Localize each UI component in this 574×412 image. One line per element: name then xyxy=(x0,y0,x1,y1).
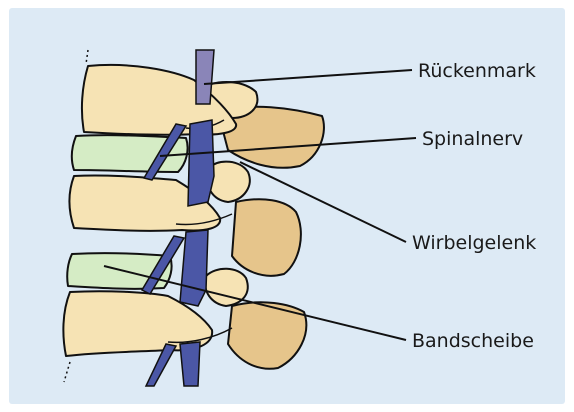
leader-line-spinal-cord xyxy=(204,70,412,84)
label-facet-joint: Wirbelgelenk xyxy=(412,232,536,254)
label-disc: Bandscheibe xyxy=(412,330,534,352)
label-spinal-cord: Rückenmark xyxy=(418,60,536,82)
dashed-bottom-edge xyxy=(64,362,70,382)
label-spinal-nerve: Spinalnerv xyxy=(422,128,523,150)
dashed-top-edge xyxy=(86,50,88,64)
